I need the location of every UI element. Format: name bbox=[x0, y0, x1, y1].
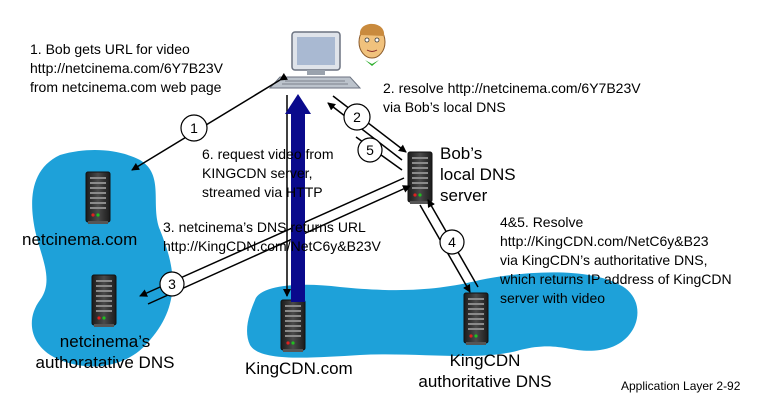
svg-text:2: 2 bbox=[353, 109, 361, 125]
netcinema-server-icon bbox=[85, 171, 111, 225]
step-3-text: 3. netcinema’s DNS returns URL http://Ki… bbox=[163, 219, 381, 254]
arrow-3-up bbox=[147, 185, 411, 305]
cdn-cloud bbox=[247, 272, 638, 358]
local-dns-server-icon bbox=[407, 151, 433, 205]
video-stream-arrow bbox=[285, 94, 311, 302]
step-badge-2: 2 bbox=[343, 103, 371, 131]
netcinema-dns-server-icon bbox=[91, 274, 117, 328]
step-2-text: 2. resolve http://netcinema.com/6Y7B23V … bbox=[383, 80, 641, 115]
footer-page-label: Application Layer 2-92 bbox=[621, 379, 741, 393]
step-badge-4: 4 bbox=[439, 229, 465, 255]
bob-avatar bbox=[358, 23, 386, 66]
netcinema-cloud bbox=[31, 150, 173, 367]
kingcdn-server-icon bbox=[280, 299, 306, 353]
kingcdn-dns-label: KingCDN authoritative DNS bbox=[418, 351, 552, 391]
svg-text:1: 1 bbox=[190, 120, 198, 136]
kingcdn-dns-server-icon bbox=[463, 292, 489, 346]
step-1-text: 1. Bob gets URL for video http://netcine… bbox=[30, 41, 223, 95]
svg-text:5: 5 bbox=[366, 142, 374, 158]
svg-text:4: 4 bbox=[448, 234, 456, 250]
local-dns-label: Bob’s local DNS server bbox=[440, 144, 516, 205]
bob-computer-icon bbox=[268, 31, 362, 89]
step-badge-3: 3 bbox=[159, 271, 185, 297]
netcinema-dns-label: netcinema’s authoratative DNS bbox=[35, 332, 175, 372]
step-badge-5: 5 bbox=[357, 137, 383, 163]
svg-text:3: 3 bbox=[168, 276, 176, 292]
arrow-2-down bbox=[332, 95, 407, 153]
kingcdn-label: KingCDN.com bbox=[245, 359, 353, 378]
arrow-3-down bbox=[139, 177, 405, 297]
step-6-text: 6. request video from KINGCDN server, st… bbox=[202, 146, 334, 200]
step-45-text: 4&5. Resolve http://KingCDN.com/NetC6y&B… bbox=[500, 214, 732, 306]
arrow-2-up bbox=[327, 102, 403, 161]
step-badge-1: 1 bbox=[180, 114, 208, 142]
netcinema-label: netcinema.com bbox=[22, 230, 138, 249]
